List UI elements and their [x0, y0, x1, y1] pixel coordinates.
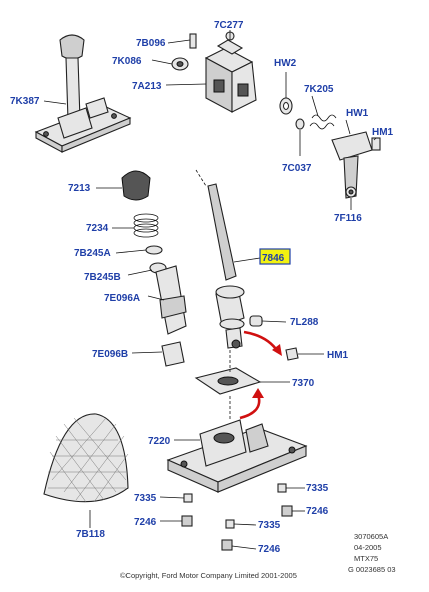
label-7B118[interactable]: 7B118 — [76, 529, 105, 540]
part-labels: 7B096 7C277 7K086 7A213 HW2 7K205 HW1 HM… — [10, 20, 394, 555]
red-arrows — [239, 330, 282, 420]
label-7234[interactable]: 7234 — [86, 223, 109, 234]
gearshift-assembly-drawing — [34, 34, 132, 153]
label-7B096[interactable]: 7B096 — [136, 38, 166, 49]
knob-stack-drawing — [121, 170, 187, 367]
label-7246-left[interactable]: 7246 — [134, 517, 157, 528]
ref-line-2: 04-2005 — [354, 543, 382, 552]
label-7C277[interactable]: 7C277 — [214, 20, 244, 31]
label-7370[interactable]: 7370 — [292, 378, 315, 389]
label-7K086[interactable]: 7K086 — [112, 56, 142, 67]
fasteners-drawing — [181, 483, 293, 551]
label-7335-bottom[interactable]: 7335 — [258, 520, 281, 531]
label-HM1-bottom[interactable]: HM1 — [327, 350, 349, 361]
leader-lines — [43, 30, 377, 550]
label-7335-left[interactable]: 7335 — [134, 493, 157, 504]
label-7B245B[interactable]: 7B245B — [84, 272, 121, 283]
footer: 3070605A 04-2005 MTX75 G 0023685 03 ©Cop… — [120, 532, 396, 580]
label-7K387[interactable]: 7K387 — [10, 96, 40, 107]
boot-cover-drawing — [43, 413, 129, 503]
label-7F116[interactable]: 7F116 — [334, 213, 362, 224]
label-7K205[interactable]: 7K205 — [304, 84, 334, 95]
ref-line-4: G 0023685 03 — [348, 565, 396, 574]
selector-housing-drawing — [171, 31, 257, 113]
label-7A213[interactable]: 7A213 — [132, 81, 162, 92]
label-7246-right[interactable]: 7246 — [306, 506, 329, 517]
base-housing-drawing — [166, 419, 308, 493]
label-7C037[interactable]: 7C037 — [282, 163, 312, 174]
label-7846[interactable]: 7846 — [262, 253, 285, 264]
ref-line-3: MTX75 — [354, 554, 378, 563]
label-7220[interactable]: 7220 — [148, 436, 171, 447]
ref-line-1: 3070605A — [354, 532, 388, 541]
label-7213[interactable]: 7213 — [68, 183, 91, 194]
gearshift-lever-drawing — [207, 183, 299, 361]
label-7B245A[interactable]: 7B245A — [74, 248, 111, 259]
highlight-box-7846 — [259, 248, 291, 265]
label-7246-bottom[interactable]: 7246 — [258, 544, 281, 555]
label-7L288[interactable]: 7L288 — [290, 317, 319, 328]
copyright-text: ©Copyright, Ford Motor Company Limited 2… — [120, 571, 297, 580]
label-HM1-top[interactable]: HM1 — [372, 127, 394, 138]
label-7E096A[interactable]: 7E096A — [104, 293, 140, 304]
label-7335-right[interactable]: 7335 — [306, 483, 329, 494]
label-HW2[interactable]: HW2 — [274, 58, 297, 69]
label-HW1-top[interactable]: HW1 — [346, 108, 369, 119]
linkage-drawing — [279, 97, 381, 199]
gasket-drawing — [194, 367, 262, 395]
label-7E096B[interactable]: 7E096B — [92, 349, 128, 360]
